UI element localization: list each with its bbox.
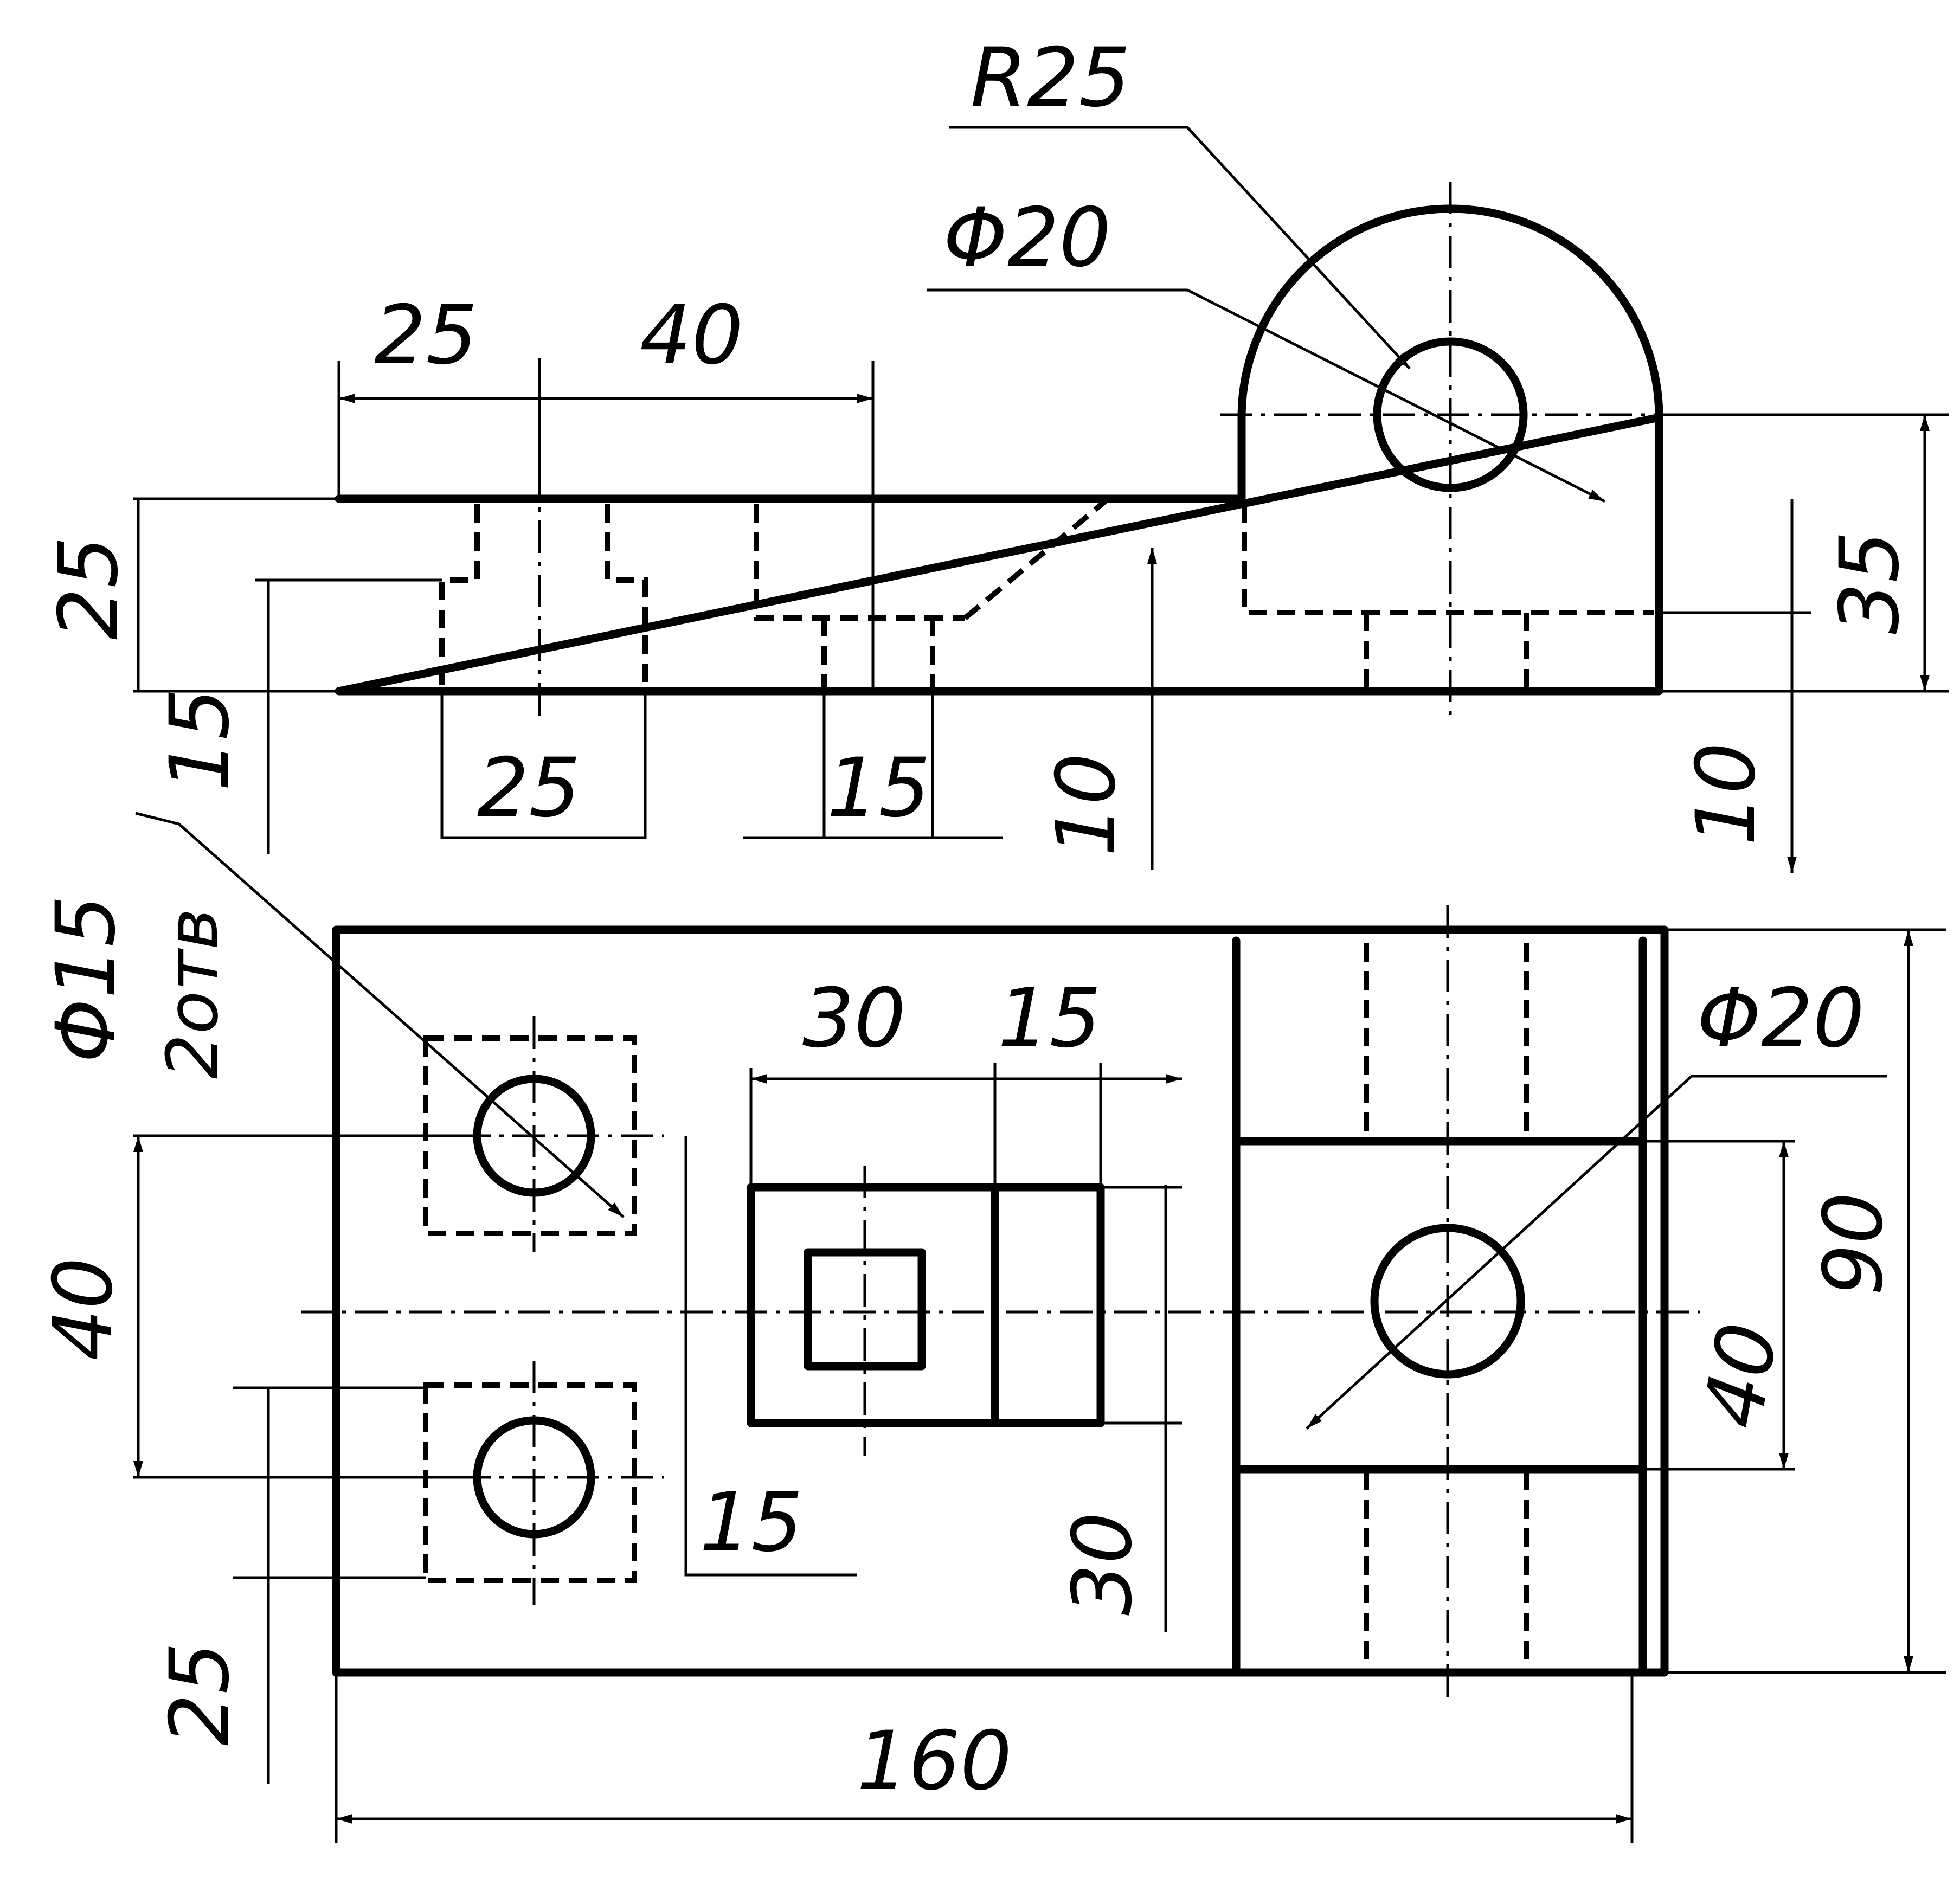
hole-lower-counterbore (423, 1382, 637, 1583)
top-view: Φ15 2отв 30 15 40 25 15 30 Φ20 40 90 160 (36, 812, 1946, 1843)
lower-25-label: 25 (477, 741, 581, 835)
hole-edge-25-label: 25 (153, 1642, 247, 1746)
square-15-offset-label: 15 (998, 971, 1101, 1066)
section-hint-line (963, 494, 1114, 620)
square-30-label: 30 (802, 971, 906, 1066)
boss-hidden (1242, 504, 1654, 689)
phi15-label: Φ15 (39, 895, 133, 1063)
phi20-label-front: Φ20 (943, 191, 1111, 285)
slot-hidden (754, 504, 965, 689)
square-height-30-label: 30 (1056, 1512, 1150, 1616)
dim-25-lower (440, 689, 647, 839)
square-left-15-label: 15 (699, 1476, 803, 1570)
phi20-label-top: Φ20 (1697, 971, 1865, 1066)
holes-count-label: 2отв (151, 908, 234, 1079)
depth-15-label: 15 (153, 688, 247, 792)
boss-40-label: 40 (1686, 1316, 1797, 1434)
width-40-label: 40 (640, 288, 743, 383)
dim-15-square-left (684, 1136, 857, 1577)
r25-label: R25 (971, 31, 1130, 125)
front-view-outline (335, 413, 1663, 696)
top-view-outline (332, 925, 1669, 1677)
phi20-leader (927, 288, 1606, 503)
r25-leader (949, 126, 1411, 370)
phi15-leader (135, 812, 625, 1218)
width-25-label: 25 (374, 288, 478, 383)
boss-hidden-top (1364, 943, 1529, 1670)
counterbore-hidden (439, 504, 648, 689)
length-160-label: 160 (857, 1714, 1012, 1809)
boss-hole-top-circle (1370, 1224, 1525, 1379)
depth-90-label: 90 (1807, 1192, 1901, 1296)
phi20-top-leader (1306, 1075, 1887, 1430)
lower-15-label: 15 (827, 741, 930, 835)
step-10-left-label: 10 (1039, 753, 1134, 857)
hole-spacing-40-label: 40 (36, 1257, 131, 1361)
front-view: R25 Φ20 25 40 25 35 15 25 15 10 10 (42, 31, 1949, 873)
step-10-right-label: 10 (1679, 742, 1773, 846)
square-outer (747, 1183, 1105, 1427)
height-25-label: 25 (42, 536, 136, 640)
height-35-label: 35 (1823, 531, 1917, 634)
